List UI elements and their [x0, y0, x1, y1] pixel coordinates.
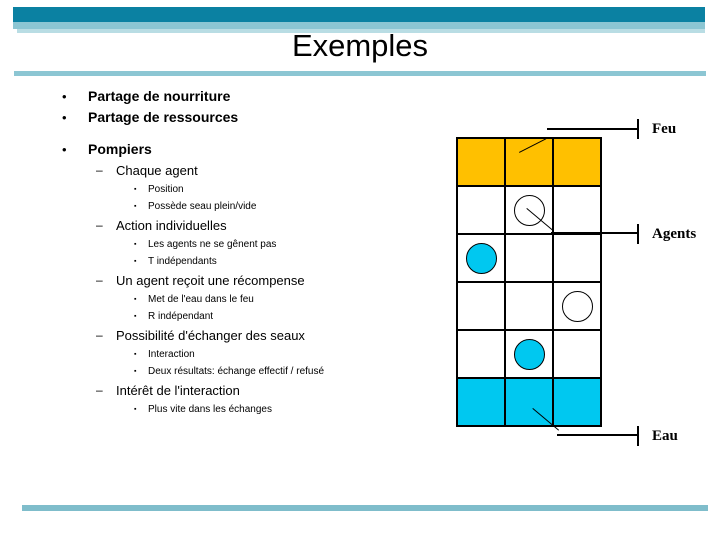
callout-agents-horizontal — [551, 232, 638, 234]
outline-body: Partage de nourriture Partage de ressour… — [48, 86, 448, 418]
bullet-agent-recoit-recompense: Un agent reçoit une récompense — [48, 270, 448, 291]
banner-dark-bar — [13, 7, 705, 22]
bullet-possede-seau: Possède seau plein/vide — [48, 198, 448, 215]
title-underline-rule — [14, 71, 706, 76]
bullet-partage-ressources: Partage de ressources — [48, 107, 448, 128]
grid-cell-r1c2 — [506, 139, 554, 187]
grid-cell-r2c1 — [458, 187, 506, 235]
bullet-interaction: Interaction — [48, 346, 448, 363]
grid-cell-r5c2 — [506, 331, 554, 379]
grid-cell-r3c3 — [554, 235, 602, 283]
grid-cell-r5c1 — [458, 331, 506, 379]
grid-cell-r6c1 — [458, 379, 506, 427]
grid-cell-r1c1 — [458, 139, 506, 187]
bullet-position: Position — [48, 181, 448, 198]
callout-feu-label: Feu — [652, 121, 677, 137]
grid-cell-r4c1 — [458, 283, 506, 331]
bullet-agents-ne-se-genent-pas: Les agents ne se gênent pas — [48, 236, 448, 253]
bullet-partage-nourriture: Partage de nourriture — [48, 86, 448, 107]
grid-cell-r6c2 — [506, 379, 554, 427]
callout-eau-horizontal — [557, 434, 638, 436]
grid-cell-r3c2 — [506, 235, 554, 283]
page-title: Exemples — [291, 28, 429, 63]
bullet-action-individuelles: Action individuelles — [48, 215, 448, 236]
bullet-r-independant: R indépendant — [48, 308, 448, 325]
grid-cell-r2c2 — [506, 187, 554, 235]
footer-rule — [22, 505, 708, 511]
gridworld-diagram — [456, 137, 602, 427]
grid-cell-r5c3 — [554, 331, 602, 379]
bullet-t-independants: T indépendants — [48, 253, 448, 270]
full-bucket-token — [513, 338, 545, 370]
bullet-possibilite-echanger-seaux: Possibilité d'échanger des seaux — [48, 325, 448, 346]
callout-feu-tick — [637, 119, 639, 139]
grid-cell-r4c3 — [554, 283, 602, 331]
bullet-interet-interaction: Intérêt de l'interaction — [48, 380, 448, 401]
grid-cell-r1c3 — [554, 139, 602, 187]
callout-agents-tick — [637, 224, 639, 244]
empty-bucket-token — [561, 290, 593, 322]
callout-agents-label: Agents — [652, 226, 697, 242]
callout-eau-tick — [637, 426, 639, 446]
bullet-plus-vite-echanges: Plus vite dans les échanges — [48, 401, 448, 418]
grid-cell-r6c3 — [554, 379, 602, 427]
grid-cell-r3c1 — [458, 235, 506, 283]
bullet-pompiers: Pompiers — [48, 139, 448, 160]
grid-cell-r4c2 — [506, 283, 554, 331]
banner-light-bar — [13, 22, 705, 29]
bullet-met-eau-dans-feu: Met de l'eau dans le feu — [48, 291, 448, 308]
empty-bucket-token — [513, 194, 545, 226]
full-bucket-token — [465, 242, 497, 274]
callout-feu-horizontal — [547, 128, 638, 130]
bullet-deux-resultats: Deux résultats: échange effectif / refus… — [48, 363, 448, 380]
grid-cell-r2c3 — [554, 187, 602, 235]
callout-eau-label: Eau — [652, 428, 678, 444]
outline-spacer — [48, 128, 448, 139]
bullet-chaque-agent: Chaque agent — [48, 160, 448, 181]
